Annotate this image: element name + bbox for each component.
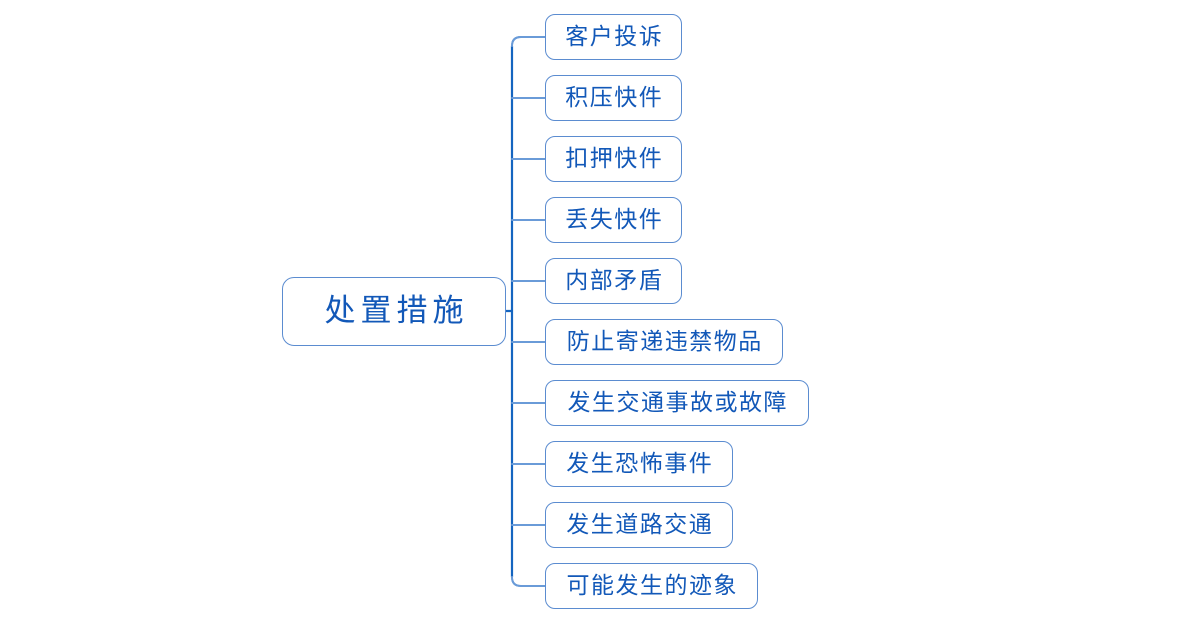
child-node-可能发生的迹象[interactable]: 可能发生的迹象	[545, 563, 758, 609]
child-node-发生恐怖事件[interactable]: 发生恐怖事件	[545, 441, 733, 487]
connector-trunk-bottom-cap	[511, 576, 522, 587]
root-node-label: 处置措施	[324, 293, 469, 329]
child-node-积压快件[interactable]: 积压快件	[545, 75, 682, 121]
connector-branch-客户投诉	[511, 36, 546, 47]
child-node-发生交通事故或故障[interactable]: 发生交通事故或故障	[545, 380, 809, 426]
child-node-发生道路交通[interactable]: 发生道路交通	[545, 502, 733, 548]
root-node-处置措施[interactable]: 处置措施	[282, 277, 506, 346]
child-node-扣押快件[interactable]: 扣押快件	[545, 136, 682, 182]
child-node-label: 可能发生的迹象	[566, 572, 738, 599]
child-node-label: 防止寄递违禁物品	[566, 328, 763, 355]
child-node-label: 积压快件	[565, 84, 664, 111]
child-node-内部矛盾[interactable]: 内部矛盾	[545, 258, 682, 304]
child-node-label: 扣押快件	[565, 145, 664, 172]
child-node-label: 发生道路交通	[566, 511, 714, 538]
child-node-label: 发生交通事故或故障	[567, 389, 788, 416]
connector-trunk-top-cap	[511, 36, 522, 47]
child-node-防止寄递违禁物品[interactable]: 防止寄递违禁物品	[545, 319, 783, 365]
child-node-丢失快件[interactable]: 丢失快件	[545, 197, 682, 243]
child-node-label: 内部矛盾	[565, 267, 664, 294]
child-node-客户投诉[interactable]: 客户投诉	[545, 14, 682, 60]
child-node-label: 丢失快件	[565, 206, 664, 233]
child-node-label: 客户投诉	[565, 23, 664, 50]
connector-branch-可能发生的迹象	[511, 576, 546, 587]
child-node-label: 发生恐怖事件	[566, 450, 714, 477]
